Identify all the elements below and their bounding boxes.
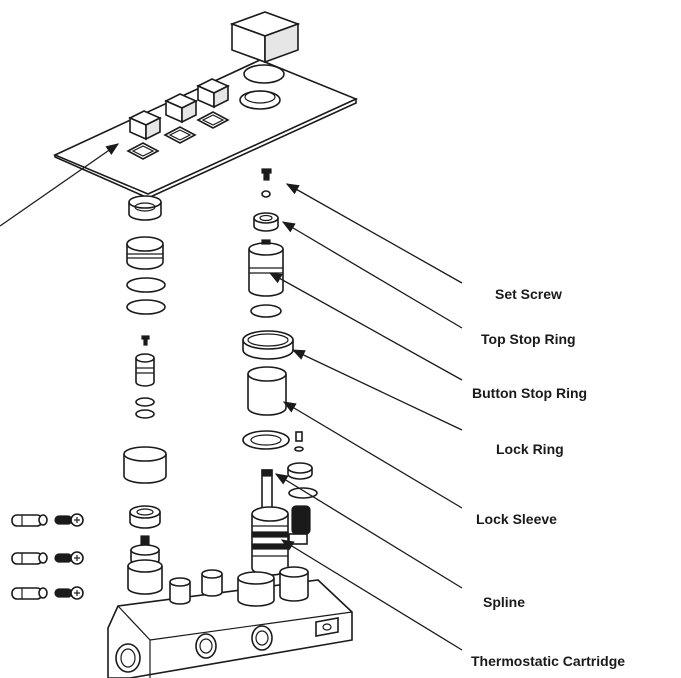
button-hole-3: [196, 111, 230, 129]
lock-sleeve-part: [247, 366, 287, 416]
screw-3: [54, 586, 84, 600]
wall-plug-1: [11, 514, 48, 527]
lock-sleeve-label: Lock Sleeve: [476, 511, 557, 527]
thermostatic-cartridge-label: Thermostatic Cartridge: [471, 653, 626, 669]
screw-1: [54, 513, 84, 527]
cover-ring-1: [243, 64, 285, 84]
lock-ring-arrow: [291, 349, 463, 431]
top-stop-ring-arrow: [281, 221, 463, 329]
spline-label: Spline: [483, 594, 526, 610]
wall-plugs-and-screws: [11, 513, 84, 600]
lock-sleeve-arrow: [282, 401, 463, 509]
spline-arrow: [274, 473, 463, 589]
button-hole-1: [126, 142, 160, 160]
lock-ring-part: [242, 330, 294, 360]
lock-ring-label: Lock Ring: [496, 441, 564, 457]
right-column-parts: [242, 168, 318, 576]
thermostatic-cartridge-arrow: [280, 539, 463, 651]
wall-plug-2: [11, 552, 48, 565]
set-screw-label: Set Screw: [495, 286, 562, 302]
button-cube-3: [196, 78, 230, 109]
top-stop-ring-label: Top Stop Ring: [481, 331, 576, 347]
screw-2: [54, 551, 84, 565]
valve-body: [107, 566, 353, 678]
cover-plate: [53, 59, 359, 199]
small-o-ring: [250, 304, 282, 318]
button-hole-2: [163, 126, 197, 144]
cover-plate-arrow: [0, 143, 120, 227]
set-screw-part: [261, 168, 272, 181]
large-knob-cube: [229, 11, 301, 64]
top-stop-ring-part: [253, 212, 279, 232]
button-stop-ring-label: Button Stop Ring: [472, 385, 588, 401]
button-cube-2: [164, 93, 198, 124]
thermostatic-cartridge-part: [251, 469, 289, 576]
left-column-parts: [123, 195, 167, 595]
button-cube-1: [128, 110, 162, 141]
button-stop-ring-arrow: [268, 272, 463, 381]
wall-plug-3: [11, 587, 48, 600]
set-screw-washer: [261, 190, 271, 198]
set-screw-arrow: [285, 183, 463, 284]
button-stop-ring-part: [248, 239, 284, 297]
check-valve-part: [288, 505, 311, 545]
flat-washer: [242, 430, 290, 450]
